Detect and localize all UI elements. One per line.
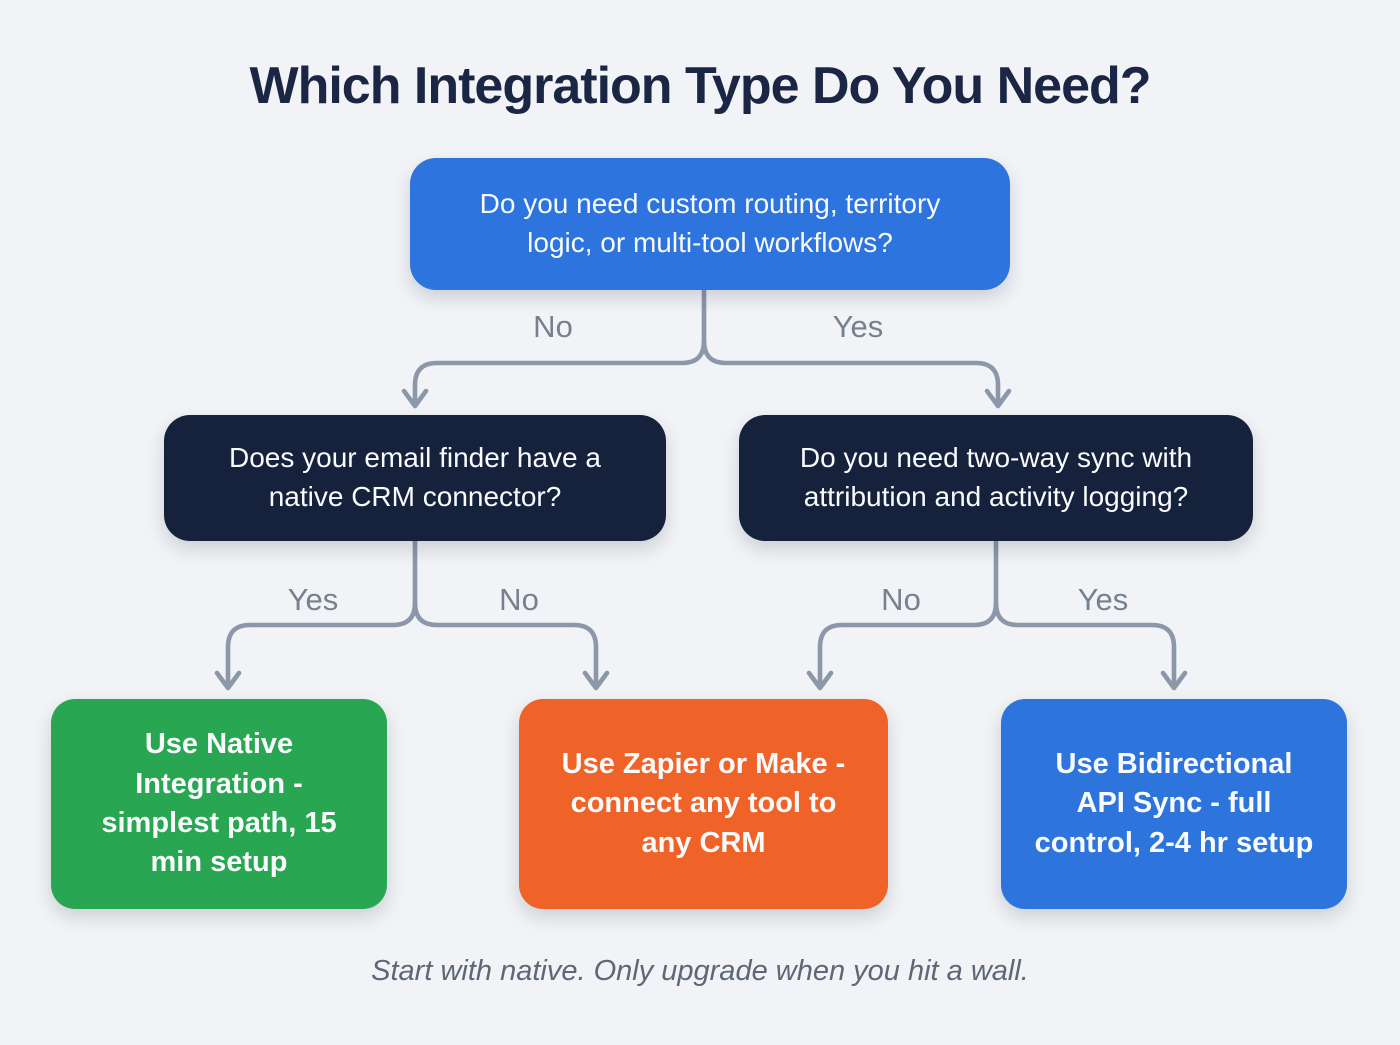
edge-label-no: No — [881, 582, 921, 617]
arrowhead-down-icon — [582, 670, 610, 691]
arrowhead-down-icon — [984, 388, 1012, 409]
outcome-node-bidirectional-api: Use Bidirectional API Sync - full contro… — [1001, 699, 1347, 909]
edge-root-yes-line — [701, 338, 1001, 407]
arrowhead-down-icon — [401, 388, 429, 409]
decision-node-native-connector: Does your email finder have a native CRM… — [164, 415, 666, 541]
edge-label-yes: Yes — [832, 309, 884, 344]
outcome-node-native-integration: Use Native Integration - simplest path, … — [51, 699, 387, 909]
decision-node-root: Do you need custom routing, territory lo… — [410, 158, 1010, 290]
edge-root-no-line — [412, 288, 707, 407]
arrowhead-down-icon — [214, 670, 242, 691]
outcome-node-zapier-make: Use Zapier or Make - connect any tool to… — [519, 699, 888, 909]
arrowhead-down-icon — [806, 670, 834, 691]
page-title: Which Integration Type Do You Need? — [249, 57, 1151, 115]
footer-note: Start with native. Only upgrade when you… — [371, 955, 1029, 987]
edge-label-yes: Yes — [287, 582, 339, 617]
arrowhead-down-icon — [1160, 670, 1188, 691]
edge-label-no: No — [533, 309, 573, 344]
edge-label-no: No — [499, 582, 539, 617]
edge-label-yes: Yes — [1077, 582, 1129, 617]
decision-node-two-way-sync: Do you need two-way sync with attributio… — [739, 415, 1253, 541]
